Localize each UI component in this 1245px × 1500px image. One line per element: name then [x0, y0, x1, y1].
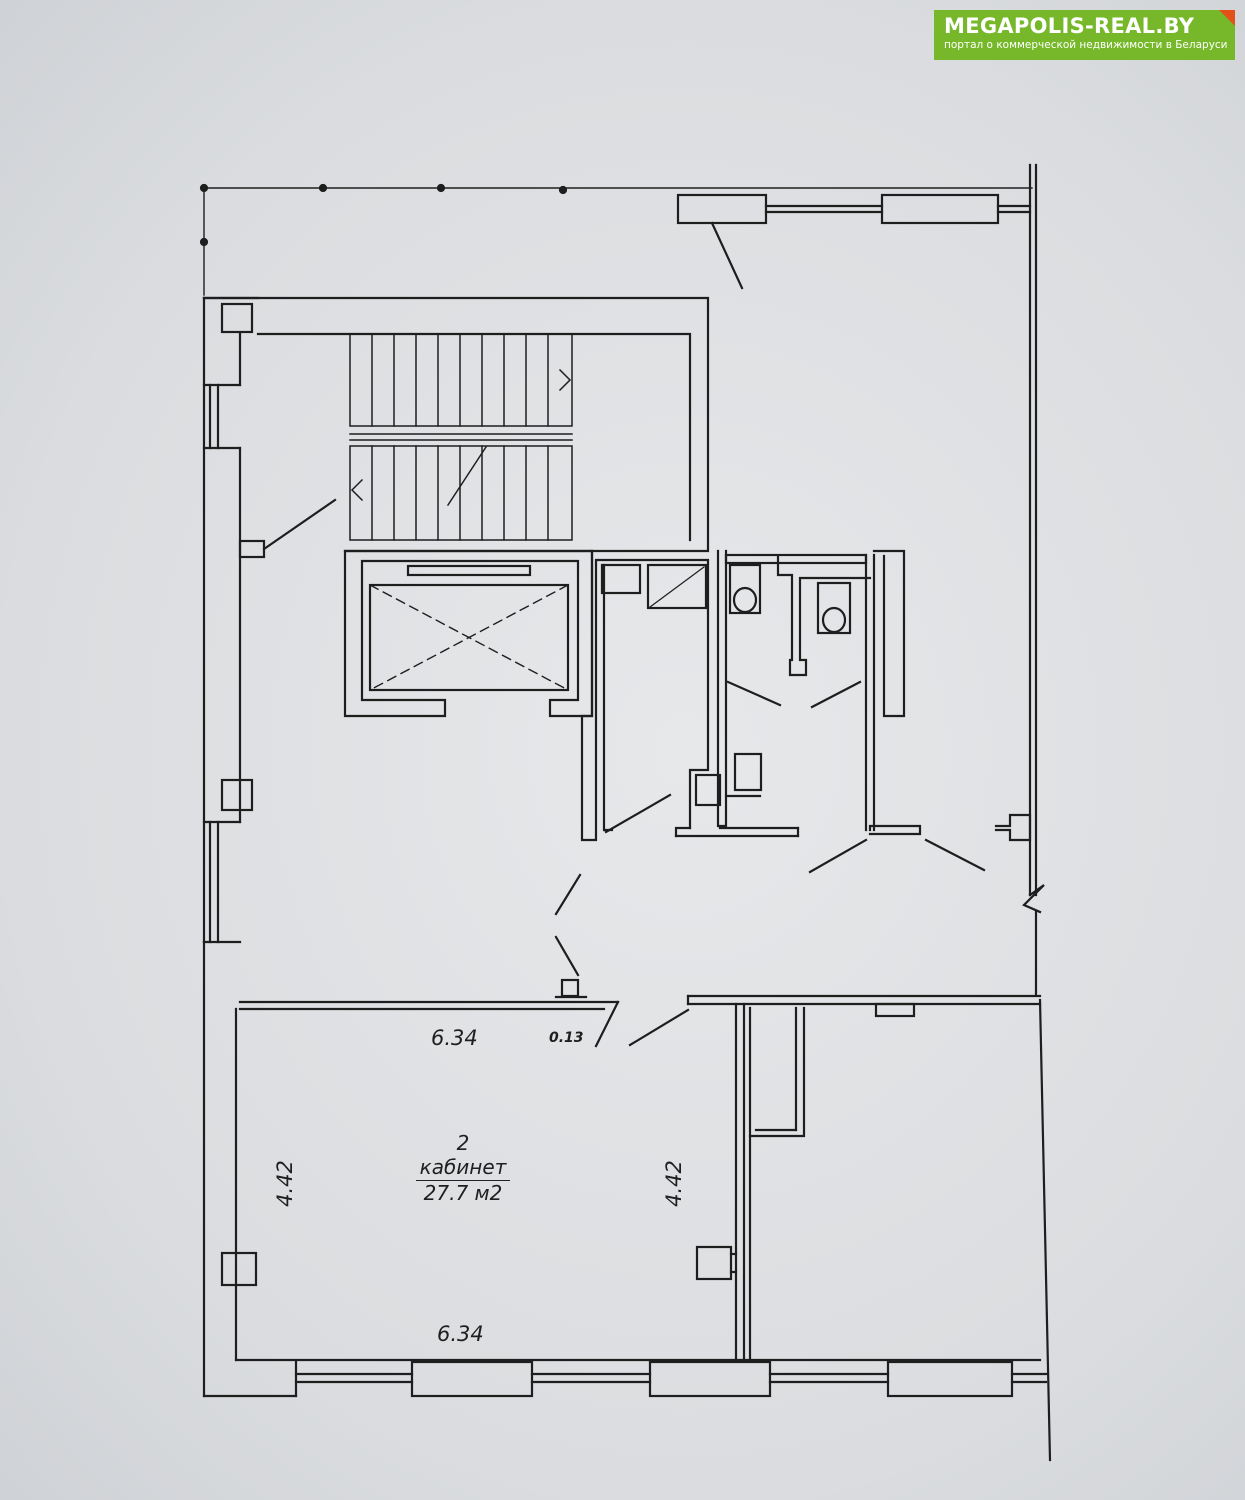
site-logo-watermark: MEGAPOLIS-REAL.BY портал о коммерческой … — [934, 10, 1235, 60]
dimension-bottom-width: 6.34 — [437, 1322, 484, 1346]
room-name: кабинет — [415, 1155, 511, 1181]
right-building-edge — [1022, 163, 1052, 1462]
logo-corner-icon — [1219, 10, 1235, 26]
bottom-windows — [202, 1360, 1048, 1398]
stair-core — [202, 296, 710, 944]
room-area: 27.7 м2 — [423, 1181, 503, 1205]
dimension-right-depth: 4.42 — [661, 1160, 686, 1207]
room-label: 2 кабинет 27.7 м2 — [398, 1131, 528, 1205]
dimension-wall-offset: 0.13 — [549, 1030, 584, 1046]
dimension-left-depth: 4.42 — [272, 1160, 297, 1207]
logo-subtitle: портал о коммерческой недвижимости в Бел… — [944, 39, 1228, 51]
staircase — [349, 333, 573, 541]
property-line — [199, 183, 1033, 296]
service-rooms — [580, 549, 1032, 874]
top-windows — [676, 193, 1032, 290]
room-number: 2 — [456, 1131, 470, 1155]
elevator-shaft — [343, 549, 594, 718]
logo-title: MEGAPOLIS-REAL.BY — [944, 14, 1195, 38]
dimension-top-width: 6.34 — [431, 1026, 478, 1050]
office-walls — [202, 873, 1042, 1398]
